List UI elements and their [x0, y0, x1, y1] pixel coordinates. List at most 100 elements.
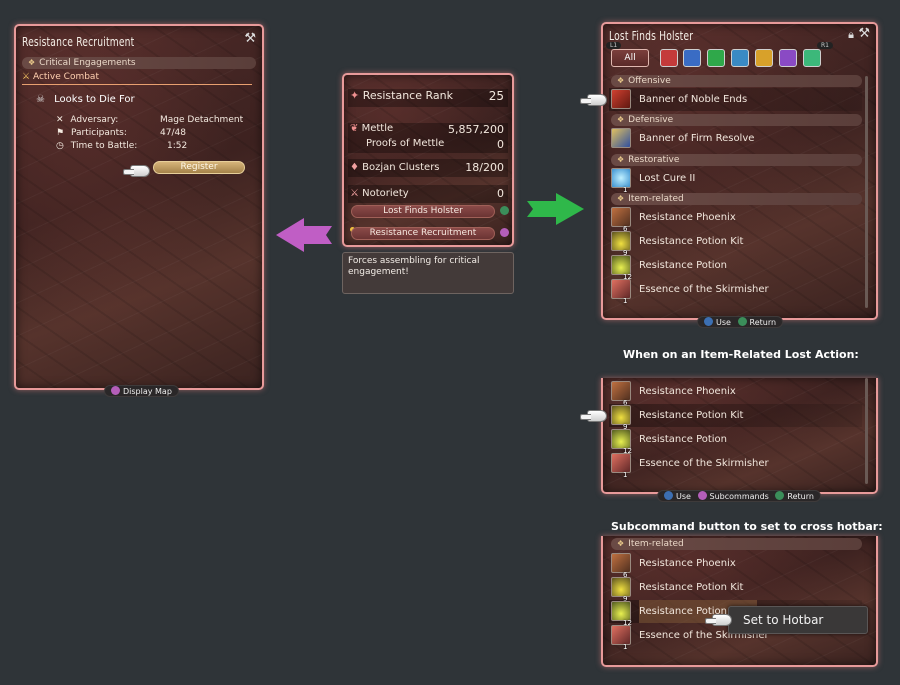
tab-detrimental-icon[interactable]	[779, 49, 797, 67]
diamond-icon: ❖	[28, 58, 36, 67]
scrollbar[interactable]	[865, 378, 868, 484]
set-to-hotbar-menu-item[interactable]: Set to Hotbar	[743, 613, 824, 627]
square-button-icon	[697, 491, 707, 500]
tab-restorative-icon[interactable]	[707, 49, 725, 67]
banner-blue-icon	[611, 128, 631, 148]
tooltip: Forces assembling for critical engagemen…	[342, 252, 514, 294]
potion-kit-icon	[611, 577, 631, 597]
list-item-resistance-potion-kit[interactable]: 9 Resistance Potion Kit	[609, 576, 862, 603]
pointer-hand-icon	[705, 614, 732, 628]
holster-subcommand-window: ❖Item-related 6 Resistance Phoenix 9 Res…	[601, 536, 878, 667]
phoenix-feather-icon	[611, 207, 631, 227]
list-item-resistance-phoenix[interactable]: 6 Resistance Phoenix	[609, 552, 862, 579]
list-item-resistance-potion[interactable]: 12 Resistance Potion	[609, 254, 862, 281]
notoriety-icon: ⚔	[350, 188, 359, 199]
adversary-icon: ✕	[56, 115, 64, 125]
triangle-button-icon	[775, 491, 785, 500]
cross-button-icon	[704, 317, 713, 326]
list-item-essence-skirmisher[interactable]: 1 Essence of the Skirmisher	[609, 624, 862, 651]
caption-subcommand: Subcommand button to set to cross hotbar…	[611, 520, 883, 533]
triangle-button-icon	[500, 206, 509, 215]
list-item-resistance-phoenix[interactable]: 6 Resistance Phoenix	[609, 206, 862, 233]
pointer-hand-icon	[580, 94, 607, 108]
list-item-lost-cure-ii[interactable]: 1 Lost Cure II	[609, 167, 862, 194]
settings-icon[interactable]: ⚒	[858, 26, 870, 41]
triangle-button-icon	[737, 317, 747, 326]
section-item-related: ❖Item-related	[611, 193, 862, 205]
potion-kit-icon	[611, 231, 631, 251]
flag-icon: ⚑	[56, 128, 65, 138]
pointer-hand-icon	[580, 410, 607, 424]
list-item-banner-firm-resolve[interactable]: Banner of Firm Resolve	[609, 127, 862, 150]
tab-all[interactable]: All	[611, 49, 649, 67]
clusters-row: ♦ Bozjan Clusters 18/200	[348, 159, 508, 177]
square-button-icon	[500, 228, 509, 237]
lock-icon[interactable]: 🔒︎	[848, 28, 854, 41]
cluster-icon: ♦	[350, 162, 359, 173]
potion-kit-icon	[611, 405, 631, 425]
list-item-resistance-phoenix[interactable]: 6 Resistance Phoenix	[609, 380, 862, 407]
clock-icon: ◷	[56, 141, 64, 151]
tab-offensive-icon[interactable]	[660, 49, 678, 67]
cross-button-icon	[664, 491, 673, 500]
scrollbar[interactable]	[865, 76, 868, 308]
list-item-resistance-potion[interactable]: 12 Resistance Potion	[609, 428, 862, 455]
rank-row: ✦ Resistance Rank 25	[348, 89, 508, 107]
list-item-essence-skirmisher[interactable]: 1 Essence of the Skirmisher	[609, 452, 862, 479]
phoenix-feather-icon	[611, 553, 631, 573]
section-critical-engagements: ❖Critical Engagements	[22, 57, 256, 69]
mettle-row: ❦ Mettle 5,857,200 Proofs of Mettle 0	[348, 123, 508, 153]
skull-icon: ☠	[36, 94, 45, 105]
lost-finds-holster-button[interactable]: Lost Finds Holster	[351, 205, 495, 218]
item-controls-hint: Use Subcommands Return	[657, 490, 821, 502]
mettle-icon: ❦	[350, 123, 359, 134]
window-title: Lost Finds Holster	[609, 29, 694, 43]
potion-icon	[611, 601, 631, 621]
potion-icon	[611, 429, 631, 449]
pointer-hand-icon	[123, 165, 150, 179]
arrow-right-tail	[527, 201, 557, 217]
phoenix-feather-icon	[611, 381, 631, 401]
arrow-right-icon	[556, 193, 584, 225]
caption-item-related: When on an Item-Related Lost Action:	[623, 348, 859, 361]
essence-icon	[611, 625, 631, 645]
holster-item-related-window: 6 Resistance Phoenix 9 Resistance Potion…	[601, 378, 878, 494]
list-item-essence-skirmisher[interactable]: 1 Essence of the Skirmisher	[609, 278, 862, 305]
section-restorative: ❖Restorative	[611, 154, 862, 166]
settings-icon[interactable]: ⚒	[244, 31, 256, 46]
banner-red-icon	[611, 89, 631, 109]
crossed-swords-icon: ⚔	[22, 72, 31, 82]
display-map-hint: Display Map	[104, 385, 179, 397]
essence-icon	[611, 279, 631, 299]
context-menu: Set to Hotbar	[728, 606, 868, 634]
cure-icon	[611, 168, 631, 188]
window-title: Resistance Recruitment	[22, 35, 135, 49]
section-item-related: ❖Item-related	[611, 538, 862, 550]
square-button-icon	[111, 386, 120, 395]
lost-finds-holster-window: Lost Finds Holster 🔒︎ ⚒ L1 R1 All ❖Offen…	[601, 22, 878, 320]
notoriety-row: ⚔ Notoriety 0	[348, 185, 508, 203]
tab-tactical-icon[interactable]	[755, 49, 773, 67]
list-item-banner-noble-ends[interactable]: Banner of Noble Ends	[609, 88, 862, 111]
section-defensive: ❖Defensive	[611, 114, 862, 126]
list-item-resistance-potion-kit[interactable]: 9 Resistance Potion Kit	[609, 230, 862, 257]
resistance-recruitment-button[interactable]: Resistance Recruitment	[351, 227, 495, 240]
tab-item-related-icon[interactable]	[803, 49, 821, 67]
register-button[interactable]: Register	[153, 161, 245, 174]
list-item-resistance-potion-kit[interactable]: 9 Resistance Potion Kit	[609, 404, 862, 431]
rank-icon: ✦	[350, 89, 360, 102]
engagement-details: ✕ Adversary: Mage Detachment ⚑ Participa…	[56, 115, 244, 151]
tab-defensive-icon[interactable]	[683, 49, 701, 67]
engagement-entry[interactable]: ☠ Looks to Die For	[36, 94, 135, 105]
arrow-left-icon	[276, 218, 304, 252]
section-active-combat: ⚔ Active Combat	[22, 72, 252, 85]
section-offensive: ❖Offensive	[611, 75, 862, 87]
arrow-left-tail	[302, 226, 332, 244]
l1-button-icon: L1	[606, 42, 622, 49]
potion-icon	[611, 255, 631, 275]
resistance-recruitment-window: Resistance Recruitment ⚒ ❖Critical Engag…	[14, 24, 264, 390]
holster-controls-hint: Use Return	[697, 316, 784, 328]
resistance-rank-window: ✦ Resistance Rank 25 ❦ Mettle 5,857,200 …	[342, 73, 514, 247]
essence-icon	[611, 453, 631, 473]
tab-beneficial-icon[interactable]	[731, 49, 749, 67]
